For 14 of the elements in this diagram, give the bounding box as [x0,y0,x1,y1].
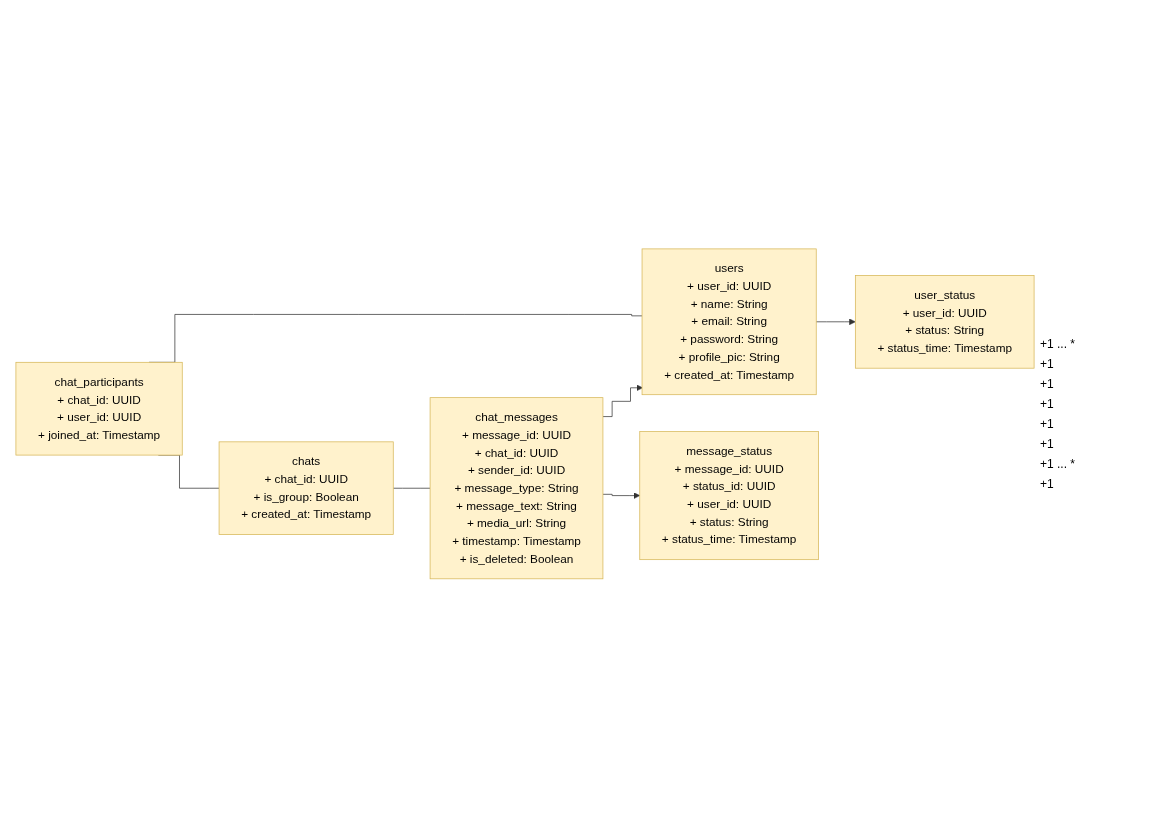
node-box: users + user_id: UUID + name: String + email: String + password: String + profile_pic: String + created_at: Timestamp [641,248,817,396]
node-box: chat_messages + message_id: UUID + chat_id: UUID + sender_id: UUID + message_type: String + message_text: String + media_url: String + timestamp: Timestamp + is_deleted: Boolean [429,397,604,580]
multiplicity-label: +1 [1040,377,1055,391]
multiplicity-label: +1 [1040,397,1055,411]
multiplicity-label: +1 ... * [1040,457,1077,471]
node-box: chat_participants + chat_id: UUID + user_id: UUID + joined_at: Timestamp [15,362,183,456]
multiplicity-label: +1 [1040,357,1055,371]
node-box: message_status + message_id: UUID + status_id: UUID + user_id: UUID + status: String + status_time: Timestamp [639,431,819,561]
multiplicity-label: +1 [1040,417,1055,431]
multiplicity-label: +1 [1040,437,1055,451]
node-box: user_status + user_id: UUID + status: String + status_time: Timestamp [854,275,1035,369]
node-box: chats + chat_id: UUID + is_group: Boolean + created_at: Timestamp [218,441,394,536]
multiplicity-label: +1 [1040,477,1055,491]
multiplicity-label: +1 ... * [1040,337,1077,351]
